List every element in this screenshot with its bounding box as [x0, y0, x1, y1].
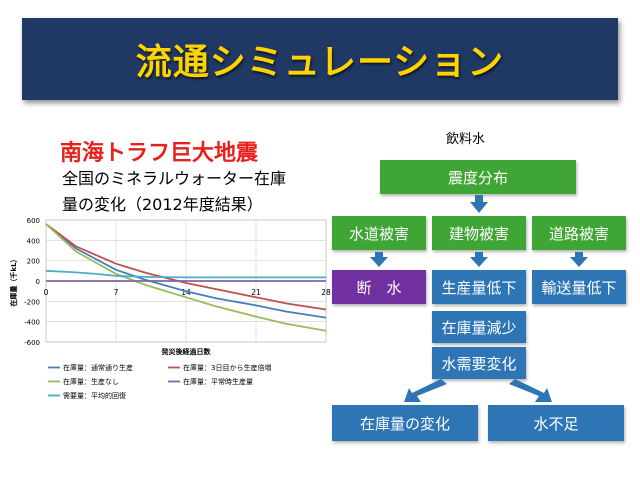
x-axis-title: 発災後経過日数	[161, 347, 212, 356]
road-damage-box: 道路被害	[532, 216, 626, 250]
stock-change-box: 在庫量の変化	[332, 405, 478, 441]
legend-label: 在庫量：通常通り生産	[63, 363, 133, 372]
y-tick-label: 200	[27, 258, 40, 266]
chart-description-line-1: 全国のミネラルウォーター在庫	[62, 169, 287, 188]
transport-drop-box: 輸送量低下	[532, 270, 626, 304]
flow-title: 飲料水	[446, 132, 486, 147]
y-tick-label: -200	[24, 298, 40, 306]
water-cut-box: 断 水	[332, 270, 426, 304]
y-tick-label: 0	[36, 278, 40, 286]
y-tick-label: -400	[24, 319, 40, 327]
legend-label: 在庫量：平常時生産量	[183, 377, 253, 386]
water-shortage-box: 水不足	[488, 405, 624, 441]
y-tick-label: 400	[27, 237, 40, 245]
arrow-down-right-icon	[509, 379, 552, 402]
x-tick-label: 7	[114, 288, 119, 297]
water-cut-label: 断 水	[356, 278, 402, 297]
x-tick-label: 14	[181, 288, 191, 297]
series-line-1	[45, 223, 327, 319]
legend-label: 在庫量：3日目から生産倍増	[183, 363, 271, 372]
seismic-distribution-box: 震度分布	[380, 160, 576, 194]
x-tick-label: 28	[321, 288, 331, 297]
stock-decrease-box: 在庫量減少	[432, 311, 526, 343]
arrow-down-icon	[570, 252, 588, 267]
stock-change-label: 在庫量の変化	[359, 414, 450, 433]
chart-description: 全国のミネラルウォーター在庫 量の変化（2012年度結果）	[62, 166, 286, 218]
transport-drop-label: 輸送量低下	[541, 278, 617, 297]
series-line-5	[45, 269, 326, 279]
water-supply-damage-label: 水道被害	[348, 224, 409, 243]
demand-change-label: 水需要変化	[441, 354, 517, 373]
x-tick-label: 0	[44, 288, 49, 297]
production-drop-box: 生産量低下	[432, 270, 526, 304]
legend-label: 需要量：平均的回復	[63, 391, 126, 400]
arrow-down-icon	[470, 252, 488, 267]
water-shortage-label: 水不足	[533, 414, 579, 433]
earthquake-title: 南海トラフ巨大地震	[60, 141, 259, 166]
y-tick-label: 600	[27, 217, 40, 225]
legend-label: 在庫量：生産なし	[63, 377, 119, 386]
series-line-2	[45, 223, 327, 311]
arrow-down-icon	[370, 252, 388, 267]
y-axis-title: 在庫量（千kL）	[9, 255, 18, 306]
series-line-3	[45, 223, 327, 332]
arrow-down-icon	[470, 195, 488, 213]
x-tick-label: 21	[251, 288, 261, 297]
slide-title: 流通シミュレーション	[135, 42, 505, 83]
title-banner: 流通シミュレーション	[22, 18, 618, 100]
chart-description-line-2: 量の変化（2012年度結果）	[62, 195, 263, 214]
road-damage-label: 道路被害	[548, 224, 609, 243]
arrow-down-left-icon	[404, 379, 447, 402]
building-damage-label: 建物被害	[448, 224, 509, 243]
seismic-distribution-label: 震度分布	[447, 168, 508, 187]
demand-change-box: 水需要変化	[432, 347, 526, 379]
production-drop-label: 生産量低下	[441, 278, 517, 297]
stock-decrease-label: 在庫量減少	[441, 318, 517, 337]
building-damage-box: 建物被害	[432, 216, 526, 250]
inventory-line-chart: 600 400 200 0 -200 -400 -600 0 7 14 21 28 在庫量（千kL） 発災…	[9, 217, 331, 400]
y-tick-label: -600	[24, 339, 40, 347]
water-supply-damage-box: 水道被害	[332, 216, 426, 250]
